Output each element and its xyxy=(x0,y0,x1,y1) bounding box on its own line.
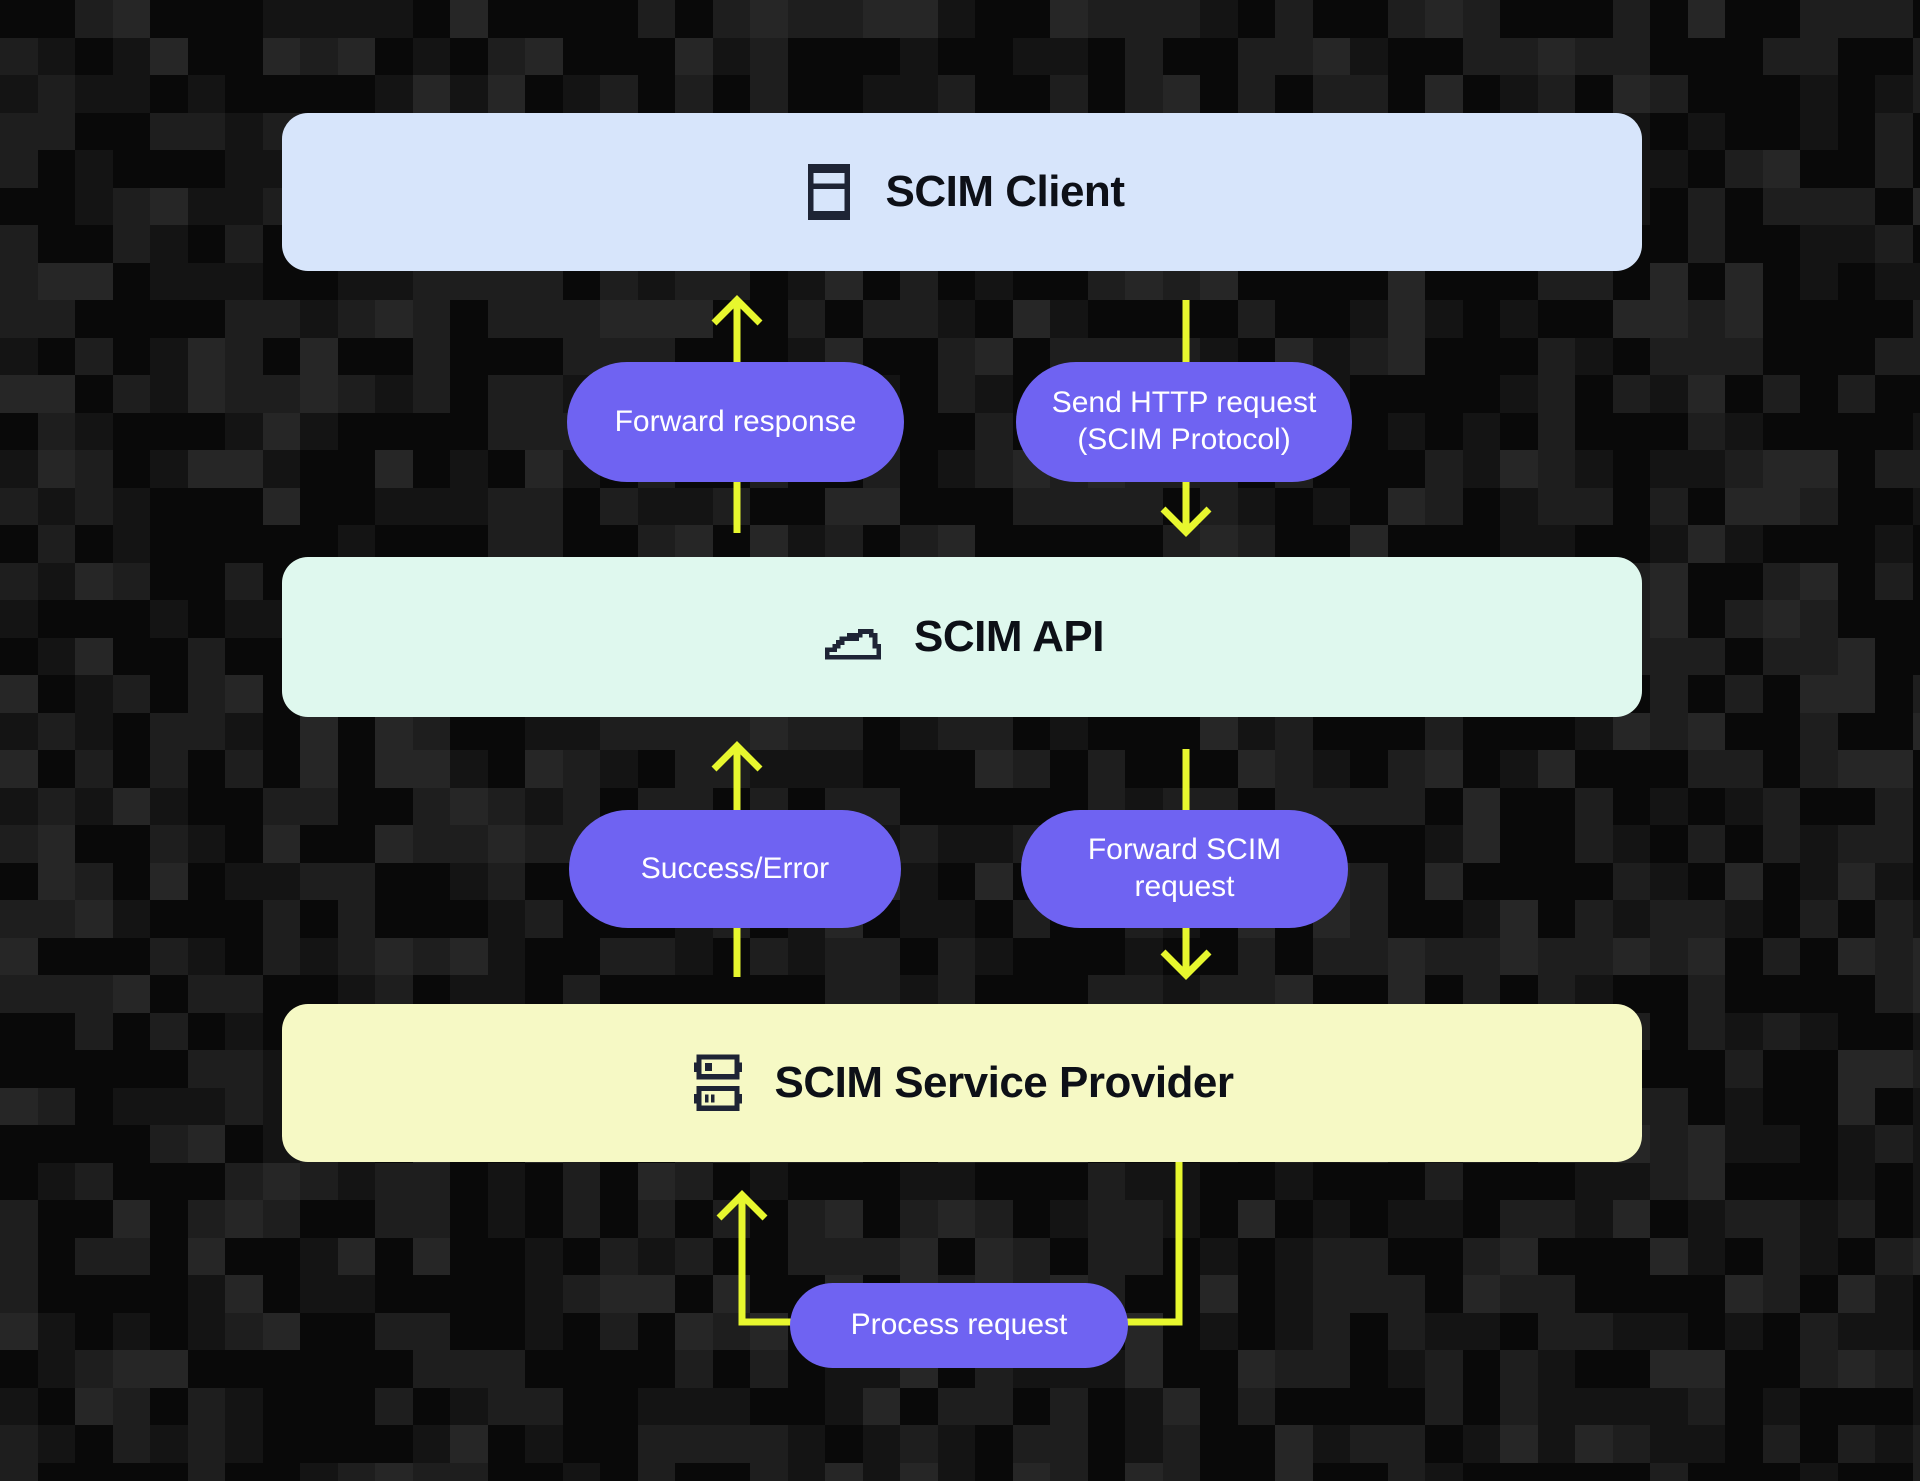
cloud-icon xyxy=(824,629,882,660)
node-scim-service-provider: SCIM Service Provider xyxy=(282,1004,1642,1162)
node-label-scim-api: SCIM API xyxy=(914,612,1104,661)
edge-pill-send-http-request: Send HTTP request (SCIM Protocol) xyxy=(1016,362,1352,482)
node-label-scim-client: SCIM Client xyxy=(885,167,1125,216)
node-scim-client: SCIM Client xyxy=(282,113,1642,271)
browser-icon xyxy=(807,164,850,220)
server-icon xyxy=(694,1054,743,1111)
edge-pill-forward-response: Forward response xyxy=(567,362,904,482)
node-scim-api: SCIM API xyxy=(282,557,1642,717)
edge-pill-success-error: Success/Error xyxy=(569,810,901,928)
node-label-scim-service-provider: SCIM Service Provider xyxy=(774,1058,1234,1107)
edge-pill-forward-scim-request: Forward SCIM request xyxy=(1021,810,1348,928)
edge-pill-process-request: Process request xyxy=(790,1283,1128,1368)
